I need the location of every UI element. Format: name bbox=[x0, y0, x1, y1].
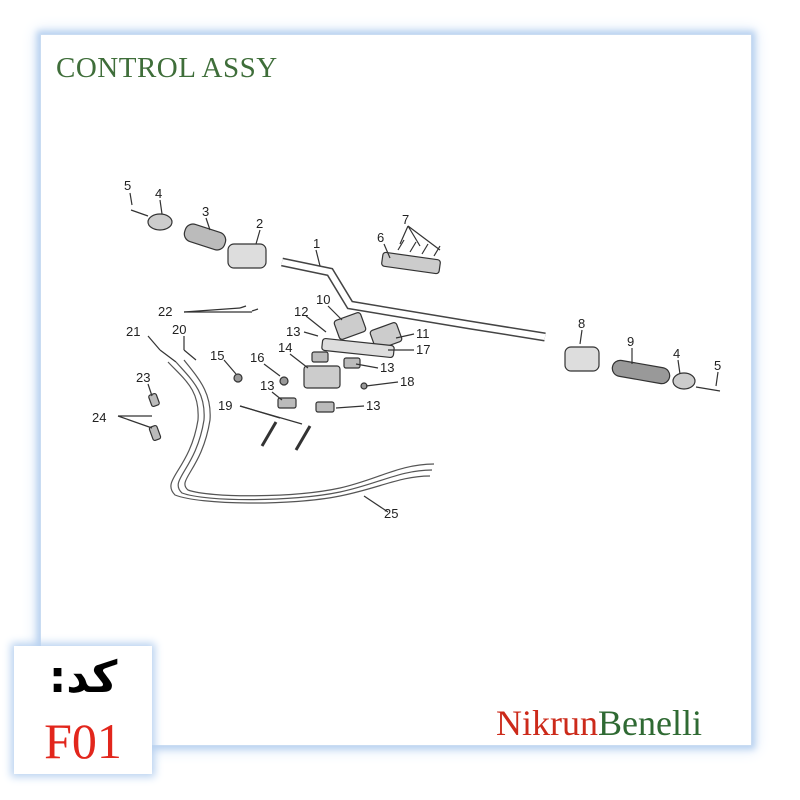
lower-holder bbox=[321, 337, 395, 359]
callout-19: 19 bbox=[218, 398, 232, 413]
callout-4: 4 bbox=[155, 186, 162, 201]
callout-13b: 13 bbox=[380, 360, 394, 375]
code-value: F01 bbox=[44, 713, 122, 769]
callout-20: 20 bbox=[172, 322, 186, 337]
callout-10: 10 bbox=[316, 292, 330, 307]
callout-22: 22 bbox=[158, 304, 172, 319]
left-bar-end bbox=[147, 213, 173, 231]
callout-2: 2 bbox=[256, 216, 263, 231]
brand-part-1: Nikrun bbox=[496, 703, 598, 743]
diagram-frame bbox=[40, 34, 752, 746]
left-grip bbox=[183, 223, 227, 251]
callout-25: 25 bbox=[384, 506, 398, 521]
callout-13c: 13 bbox=[260, 378, 274, 393]
right-grip bbox=[611, 359, 671, 385]
brand-logo: NikrunBenelli bbox=[496, 702, 702, 744]
left-end-screw bbox=[130, 209, 149, 217]
left-switch bbox=[227, 243, 267, 269]
bolt bbox=[294, 425, 312, 451]
callout-4b: 4 bbox=[673, 346, 680, 361]
callout-1: 1 bbox=[313, 236, 320, 251]
callout-16: 16 bbox=[250, 350, 264, 365]
right-end-screw bbox=[695, 386, 721, 392]
callout-23: 23 bbox=[136, 370, 150, 385]
callout-18: 18 bbox=[400, 374, 414, 389]
callout-21: 21 bbox=[126, 324, 140, 339]
callout-9: 9 bbox=[627, 334, 634, 349]
callout-24: 24 bbox=[92, 410, 106, 425]
brand-part-2: Benelli bbox=[598, 703, 702, 743]
callout-5b: 5 bbox=[714, 358, 721, 373]
callout-7: 7 bbox=[402, 212, 409, 227]
callout-11: 11 bbox=[416, 326, 430, 341]
code-label: کد: bbox=[48, 652, 118, 703]
callout-6: 6 bbox=[377, 230, 384, 245]
riser-block bbox=[303, 365, 341, 389]
upper-holder bbox=[381, 251, 441, 275]
bolt bbox=[260, 421, 278, 447]
callout-12: 12 bbox=[294, 304, 308, 319]
callout-17: 17 bbox=[416, 342, 430, 357]
throttle-cables bbox=[167, 361, 431, 504]
code-box: کد: F01 bbox=[14, 646, 152, 774]
callout-15: 15 bbox=[210, 348, 224, 363]
callout-3: 3 bbox=[202, 204, 209, 219]
page-title: CONTROL ASSY bbox=[56, 52, 278, 84]
callout-14: 14 bbox=[278, 340, 292, 355]
callout-13a: 13 bbox=[286, 324, 300, 339]
callout-13d: 13 bbox=[366, 398, 380, 413]
right-bar-end bbox=[672, 372, 696, 390]
callout-8: 8 bbox=[578, 316, 585, 331]
right-switch bbox=[564, 346, 600, 372]
callout-5: 5 bbox=[124, 178, 131, 193]
callout-labels: 5 4 3 2 1 7 6 8 9 4 5 10 12 13 11 17 14 … bbox=[92, 178, 721, 521]
